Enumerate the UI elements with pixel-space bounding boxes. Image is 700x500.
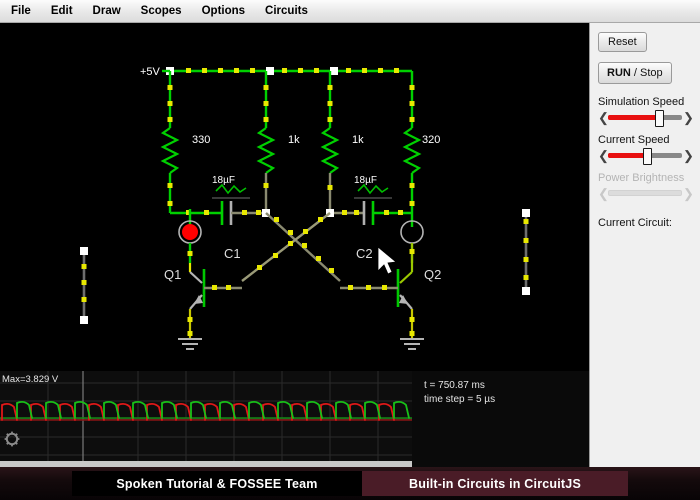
resistor-r4[interactable]: 320 (402, 71, 440, 213)
scope-panel[interactable]: Max=3.829 V t = 750.87 ms time ste (0, 371, 589, 467)
resistor-r1-label: 330 (192, 134, 210, 146)
run-label: RUN (607, 67, 631, 79)
simulation-speed-fill (608, 114, 659, 120)
menu-item-options[interactable]: Options (201, 5, 246, 17)
capacitor-c1[interactable]: C1 18µF (170, 175, 266, 261)
reset-button[interactable]: Reset (598, 32, 647, 52)
simulation-speed-decrease-icon[interactable]: ❮ (598, 109, 609, 125)
supply-voltage-label: +5V (140, 66, 161, 78)
power-brightness-slider: ❮ ❯ (598, 185, 694, 201)
resistor-r1[interactable]: 330 (160, 71, 210, 213)
banner-title-section: Built-in Circuits in CircuitJS (362, 471, 628, 496)
circuit-canvas[interactable]: +5V 330 (0, 23, 589, 371)
current-speed-increase-icon[interactable]: ❯ (683, 147, 694, 163)
capacitor-c2-value: 18µF (354, 175, 377, 186)
resistor-r4-label: 320 (422, 134, 440, 146)
transistor-q1[interactable]: Q1 (164, 263, 242, 339)
resistor-r2[interactable]: 1k (256, 71, 300, 213)
cross-coupling-wires[interactable] (241, 212, 341, 282)
standalone-wire-left[interactable] (80, 247, 88, 324)
current-circuit-label: Current Circuit: (598, 217, 672, 229)
simulation-speed-label: Simulation Speed (598, 96, 685, 108)
scope-max-label: Max=3.829 V (2, 374, 59, 385)
banner-team-section: Spoken Tutorial & FOSSEE Team (72, 471, 362, 496)
menu-item-file[interactable]: File (11, 5, 31, 17)
resistor-r3-label: 1k (352, 134, 364, 146)
sim-timestep-readout: time step = 5 µs (424, 394, 495, 405)
stop-label: / Stop (630, 67, 663, 79)
simulation-speed-track[interactable] (608, 109, 682, 127)
led-right-unlit[interactable] (400, 213, 424, 263)
current-speed-decrease-icon[interactable]: ❮ (598, 147, 609, 163)
scope-grid (0, 371, 412, 461)
menu-item-scopes[interactable]: Scopes (140, 5, 182, 17)
menu-item-edit[interactable]: Edit (50, 5, 73, 17)
menu-item-circuits[interactable]: Circuits (265, 5, 308, 17)
capacitor-c2-scope-icon[interactable] (354, 183, 392, 199)
resistor-r2-label: 1k (288, 134, 300, 146)
simulation-speed-slider[interactable]: ❮ ❯ (598, 109, 694, 127)
current-speed-fill (608, 152, 647, 158)
current-speed-track[interactable] (608, 147, 682, 165)
menu-item-draw[interactable]: Draw (92, 5, 121, 17)
led-left-lit[interactable] (178, 213, 202, 263)
capacitor-c1-value: 18µF (212, 175, 235, 186)
current-speed-label: Current Speed (598, 134, 670, 146)
scope-traces (1, 400, 410, 421)
ground-left[interactable] (178, 338, 202, 350)
standalone-wire-right[interactable] (522, 209, 530, 295)
transistor-q2[interactable]: Q2 (340, 263, 441, 339)
sim-time-readout: t = 750.87 ms (424, 380, 485, 391)
capacitor-c2[interactable]: C2 18µF (330, 175, 412, 261)
scope-scrollbar (0, 461, 412, 467)
power-brightness-increase-icon: ❯ (683, 185, 694, 201)
current-speed-thumb[interactable] (643, 147, 653, 165)
transistor-q2-label: Q2 (424, 267, 441, 282)
mouse-cursor (377, 246, 397, 275)
banner-team-text: Spoken Tutorial & FOSSEE Team (116, 476, 318, 491)
current-speed-slider[interactable]: ❮ ❯ (598, 147, 694, 165)
run-stop-button[interactable]: RUN / Stop (598, 62, 672, 84)
transistor-q1-label: Q1 (164, 267, 181, 282)
power-brightness-decrease-icon: ❮ (598, 185, 609, 201)
simulation-speed-thumb[interactable] (655, 109, 665, 127)
scope-settings-gear-icon[interactable] (4, 431, 20, 447)
ground-right[interactable] (400, 338, 424, 350)
menu-bar: File Edit Draw Scopes Options Circuits (0, 0, 700, 23)
capacitor-c2-label: C2 (356, 246, 373, 261)
capacitor-c1-scope-icon[interactable] (212, 183, 250, 199)
power-brightness-label: Power Brightness (598, 172, 685, 184)
banner-title-text: Built-in Circuits in CircuitJS (409, 476, 581, 491)
control-sidebar: Reset RUN / Stop Simulation Speed ❮ ❯ Cu… (589, 23, 700, 467)
power-brightness-track (608, 190, 682, 196)
simulation-speed-increase-icon[interactable]: ❯ (683, 109, 694, 125)
bottom-banner: Spoken Tutorial & FOSSEE Team Built-in C… (0, 467, 700, 500)
resistor-r3[interactable]: 1k (320, 71, 364, 213)
capacitor-c1-label: C1 (224, 246, 241, 261)
